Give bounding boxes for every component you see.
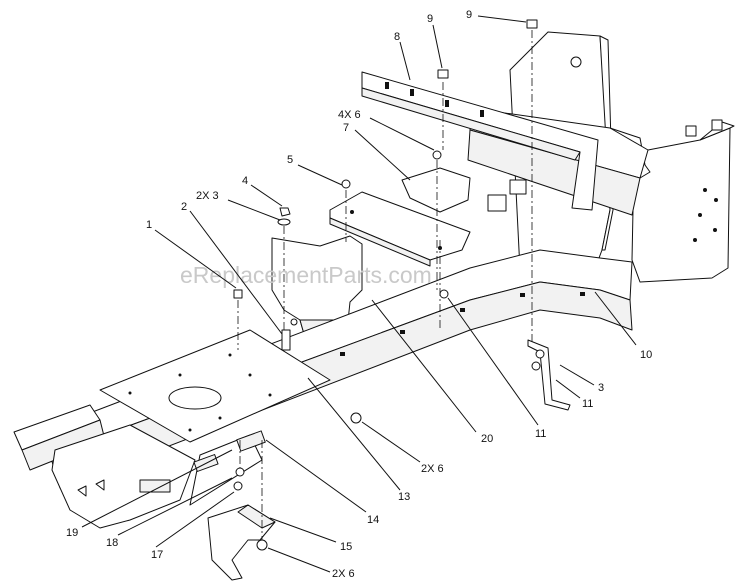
callout-9a: 9 (427, 13, 433, 25)
assembly-centerlines (237, 30, 533, 540)
callout-19: 19 (66, 527, 78, 539)
callout-9b: 9 (466, 9, 472, 21)
leader-lines (81, 15, 637, 573)
callout-11a: 11 (582, 398, 593, 410)
callout-1: 1 (146, 219, 152, 231)
callout-2: 2 (181, 201, 187, 213)
callout-8: 8 (394, 31, 400, 43)
front-mount-plate (99, 329, 331, 443)
part-8-strip (361, 71, 599, 211)
fasteners (233, 19, 545, 551)
part-7-plate (401, 167, 471, 213)
callout-14: 14 (367, 514, 379, 526)
part-5-plate (329, 191, 471, 267)
callout-labels: 9 9 8 4X 6 7 5 4 2X 3 2 1 10 3 11 11 20 … (66, 9, 652, 580)
watermark: eReplacementParts.com (180, 262, 432, 288)
callout-7: 7 (343, 122, 349, 134)
rear-bracket-panel (631, 119, 735, 283)
callout-20: 20 (481, 433, 493, 445)
callout-5: 5 (287, 154, 293, 166)
part-15-bracket (207, 504, 276, 581)
callout-2x6a: 2X 6 (421, 463, 444, 475)
callout-15: 15 (340, 541, 352, 553)
callout-4x6: 4X 6 (338, 109, 361, 121)
callout-11b: 11 (535, 428, 546, 440)
callout-17: 17 (151, 549, 163, 561)
callout-18: 18 (106, 537, 118, 549)
callout-10: 10 (640, 349, 652, 361)
callout-13: 13 (398, 491, 410, 503)
callout-3: 3 (598, 382, 604, 394)
front-bumper (13, 404, 263, 529)
callout-2x3: 2X 3 (196, 190, 219, 202)
callout-2x6b: 2X 6 (332, 568, 355, 580)
hanger-bracket (527, 339, 571, 411)
callout-4: 4 (242, 175, 248, 187)
